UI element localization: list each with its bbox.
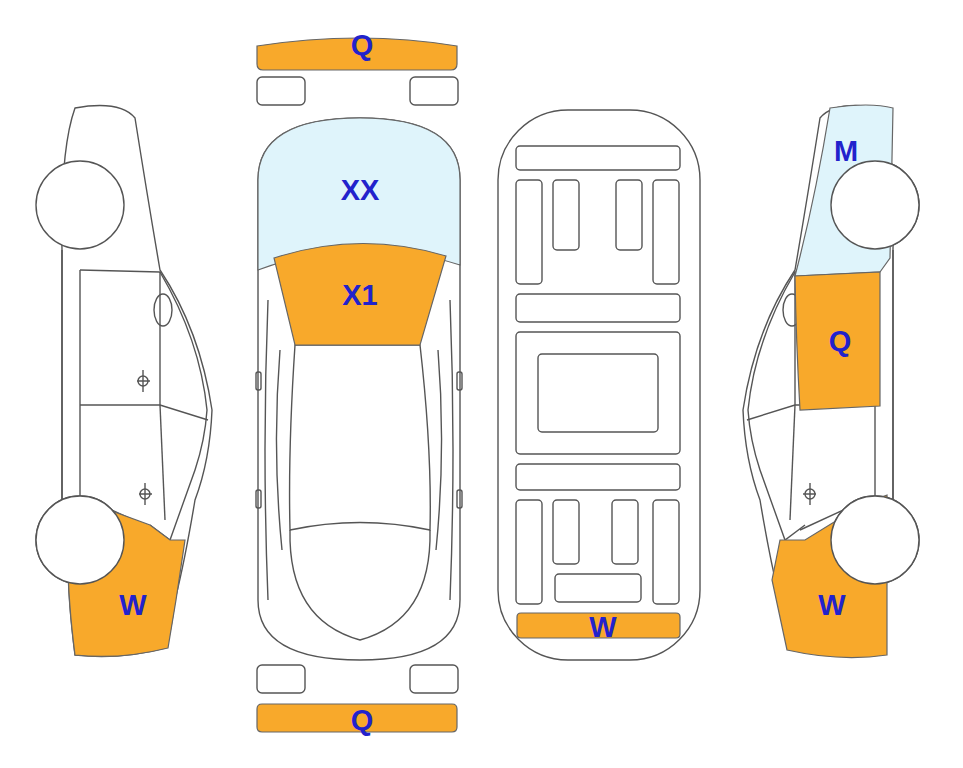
region-code: W	[589, 613, 616, 642]
damage-region: W	[515, 611, 682, 641]
region-code: XX	[341, 176, 380, 205]
damage-region: X1	[272, 230, 448, 348]
region-code: Q	[351, 31, 374, 60]
region-shape	[66, 484, 190, 660]
region-code: M	[834, 137, 858, 166]
damage-region: Q	[255, 36, 460, 72]
damage-region: Q	[255, 702, 460, 734]
region-code: Q	[829, 327, 852, 356]
damage-region: Q	[792, 268, 884, 412]
damage-region: W	[766, 484, 892, 662]
damage-region: M	[790, 100, 900, 280]
region-code: W	[119, 591, 146, 620]
region-code: X1	[342, 281, 377, 310]
region-code: Q	[351, 706, 374, 735]
region-shape	[766, 484, 892, 662]
region-shape	[790, 100, 900, 280]
region-code: W	[818, 591, 845, 620]
damage-region: W	[66, 484, 190, 660]
